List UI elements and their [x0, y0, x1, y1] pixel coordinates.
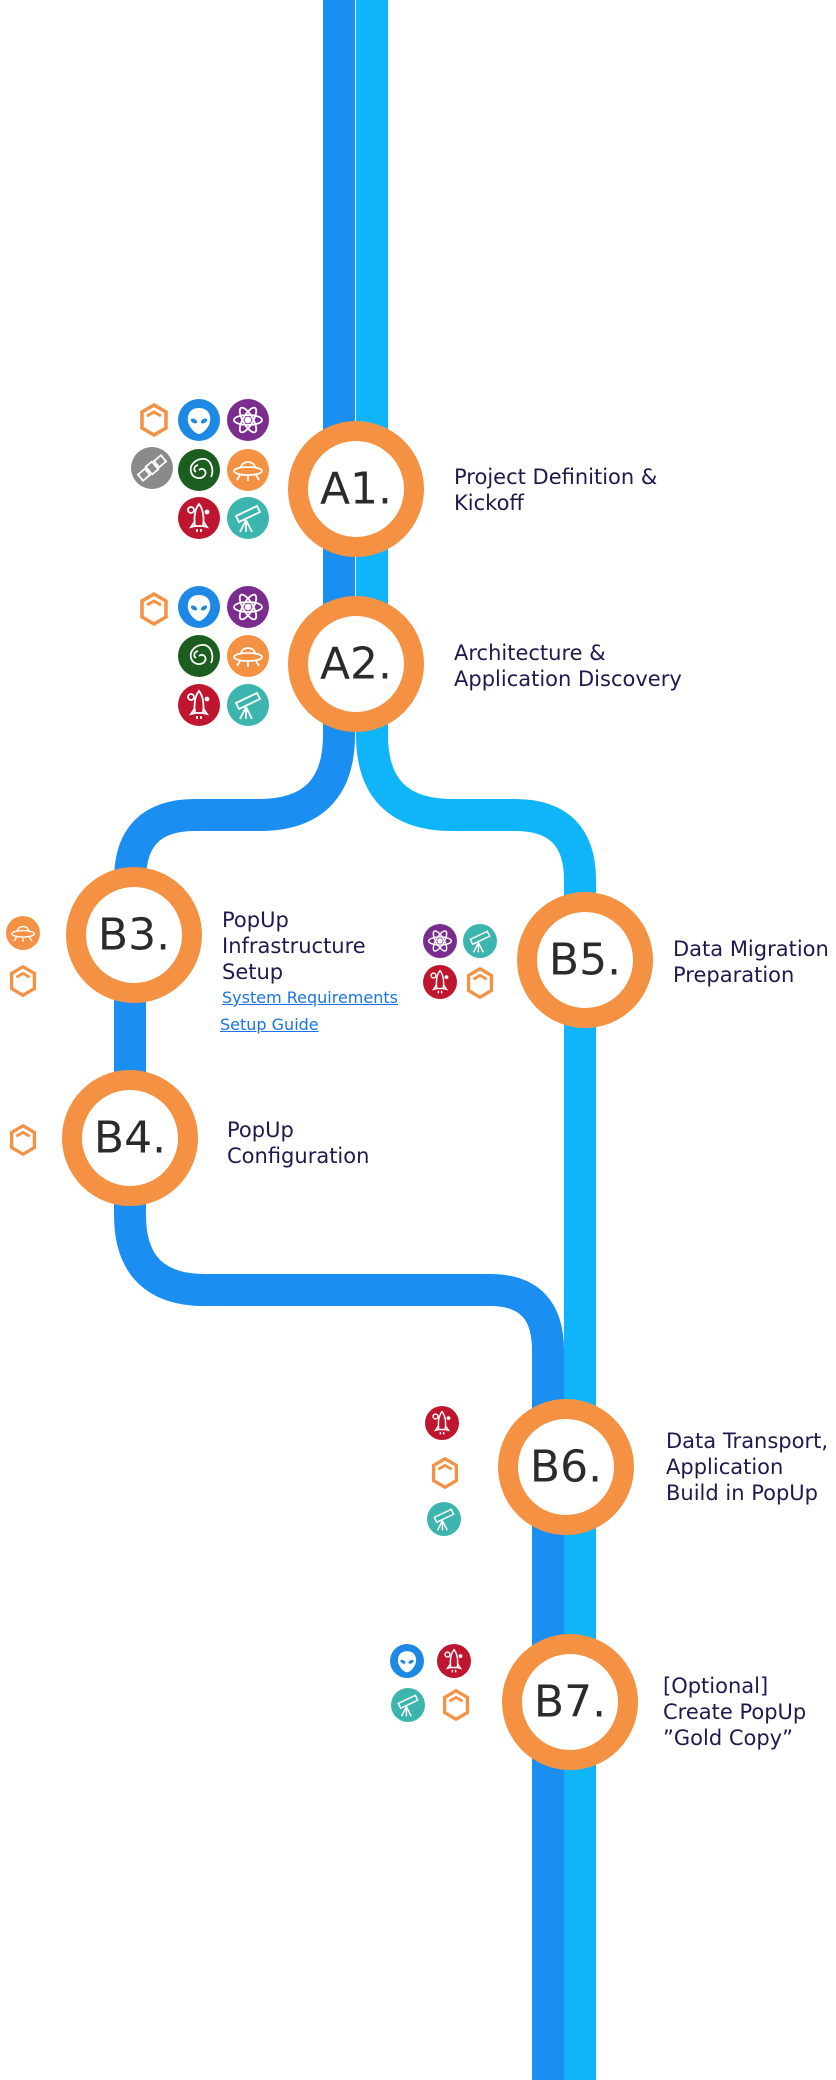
atom-icon — [227, 586, 269, 628]
step-title-b3: PopUp Infrastructure Setup — [222, 908, 366, 984]
hexagon-outline-icon — [140, 402, 168, 438]
rocket-icon — [178, 497, 220, 539]
step-code-a1: A1. — [320, 464, 392, 515]
step-title-b6: Data Transport, Application Build in Pop… — [666, 1429, 829, 1505]
track-dark-lane — [114, 0, 564, 2080]
hexagon-outline-icon — [9, 964, 37, 998]
hexagon-outline-icon — [140, 591, 168, 627]
step-title-a2: Architecture & Application Discovery — [454, 641, 682, 691]
ufo-icon — [227, 635, 269, 677]
step-node-b5: B5. — [517, 892, 653, 1028]
telescope-icon — [391, 1688, 425, 1722]
alien-icon — [178, 586, 220, 628]
step-node-b7: B7. — [502, 1634, 638, 1770]
workflow-tracks — [114, 0, 596, 2080]
galaxy-icon — [178, 635, 220, 677]
track-light-lane — [356, 0, 596, 2080]
step-node-a1: A1. — [288, 421, 424, 557]
workflow-nodes: A1. A2. B3. B4. B5. B6. B7. — [62, 421, 653, 1770]
rocket-icon — [178, 684, 220, 726]
step-title-b4: PopUp Configuration — [227, 1118, 370, 1168]
hexagon-outline-icon — [442, 1688, 470, 1722]
hexagon-outline-icon — [9, 1123, 37, 1157]
step-code-b6: B6. — [530, 1442, 602, 1493]
step-title-a1: Project Definition & Kickoff — [454, 465, 658, 515]
step-title-b5: Data Migration Preparation — [673, 937, 829, 987]
rocket-icon — [437, 1644, 471, 1678]
step-node-b6: B6. — [498, 1399, 634, 1535]
telescope-icon — [427, 1502, 461, 1536]
telescope-icon — [227, 497, 269, 539]
rocket-icon — [425, 1406, 459, 1440]
step-node-b4: B4. — [62, 1070, 198, 1206]
ufo-icon — [227, 449, 269, 491]
satellite-icon — [131, 447, 173, 489]
telescope-icon — [463, 924, 497, 958]
rocket-icon — [423, 965, 457, 999]
resource-icons — [6, 399, 497, 1722]
atom-icon — [423, 924, 457, 958]
step-code-b3: B3. — [98, 910, 170, 961]
step-code-b4: B4. — [94, 1113, 166, 1164]
step-title-b7: [Optional] Create PopUp ”Gold Copy” — [663, 1674, 807, 1750]
atom-icon — [227, 399, 269, 441]
galaxy-icon — [178, 449, 220, 491]
hexagon-outline-icon — [431, 1456, 459, 1490]
step-code-b5: B5. — [549, 935, 621, 986]
step-node-a2: A2. — [288, 596, 424, 732]
hexagon-outline-icon — [466, 966, 494, 1000]
ufo-icon — [6, 916, 40, 950]
alien-icon — [178, 399, 220, 441]
telescope-icon — [227, 684, 269, 726]
setup-guide-link[interactable]: Setup Guide — [220, 1015, 319, 1034]
step-code-a2: A2. — [320, 639, 392, 690]
alien-icon — [390, 1644, 424, 1678]
system-requirements-link[interactable]: System Requirements — [222, 988, 398, 1007]
step-code-b7: B7. — [534, 1677, 606, 1728]
step-node-b3: B3. — [66, 867, 202, 1003]
